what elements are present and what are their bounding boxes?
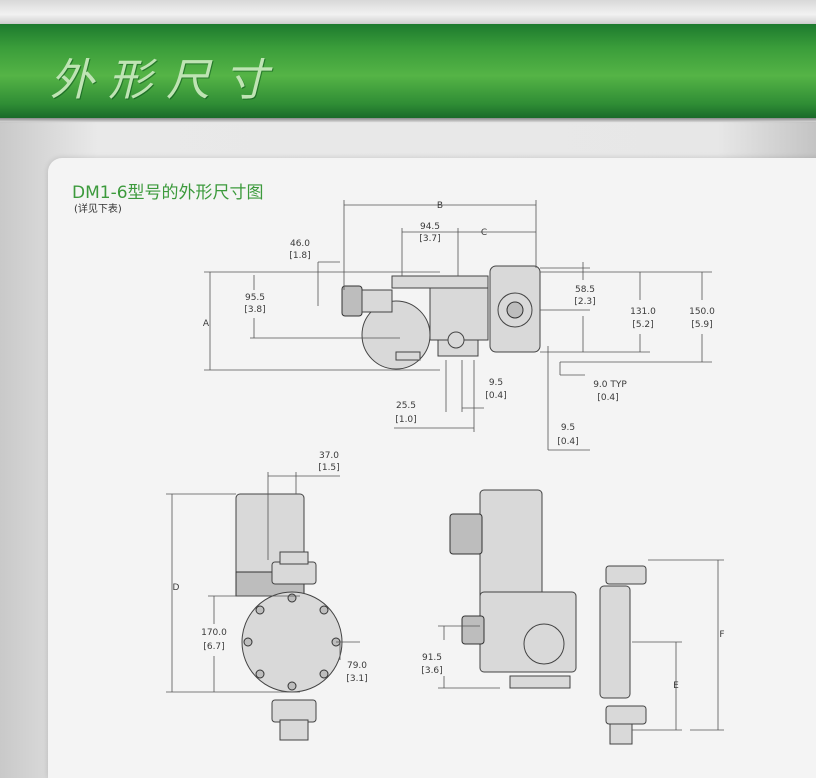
- dim-95-5: 95.5: [245, 293, 265, 303]
- dim-58-5: 58.5: [575, 285, 595, 295]
- banner-divider: [0, 118, 816, 122]
- side-lower-nozzle: [609, 723, 633, 745]
- top-view-dimensions: B 94.5 [3.7] C 46.0 [1.8] 95.5 [3.8] A 5…: [203, 200, 715, 451]
- dimension-drawing: B 94.5 [3.7] C 46.0 [1.8] 95.5 [3.8] A 5…: [166, 200, 725, 745]
- dim-46-0: 46.0: [290, 239, 310, 249]
- dim-E: E: [673, 681, 679, 691]
- dim-25-5: 25.5: [396, 401, 416, 411]
- dim-170-0: 170.0: [201, 628, 227, 638]
- dim-170-0-in: [6.7]: [203, 642, 224, 652]
- dim-9-0: 9.0 TYP: [593, 380, 627, 390]
- dim-9-0-in: [0.4]: [597, 393, 618, 403]
- stroke-knob: [341, 285, 363, 317]
- panel-subtitle: (详见下表): [74, 204, 122, 215]
- dim-94-5-in: [3.7]: [419, 234, 440, 244]
- dim-A: A: [203, 319, 210, 329]
- gearbox-body: [429, 283, 489, 341]
- pump-port-inner: [506, 301, 524, 319]
- dim-B: B: [437, 201, 443, 211]
- side-motor: [479, 489, 543, 601]
- dim-37-0: 37.0: [319, 451, 339, 461]
- dim-91-5: 91.5: [422, 653, 442, 663]
- lower-fitting: [271, 699, 317, 723]
- front-view-pump: [235, 493, 343, 741]
- dim-95-5-in: [3.8]: [244, 305, 265, 315]
- side-knob: [461, 615, 485, 645]
- side-view-pump: [449, 489, 647, 745]
- dim-46-0-in: [1.8]: [289, 251, 310, 261]
- front-view-dimensions: 37.0 [1.5] D 170.0 [6.7] 79.0 [3.1]: [166, 451, 368, 693]
- side-base: [509, 675, 571, 689]
- knob-shaft: [361, 289, 393, 313]
- dim-150-0-in: [5.9]: [691, 320, 712, 330]
- dim-94-5: 94.5: [420, 222, 440, 232]
- dim-37-0-in: [1.5]: [318, 463, 339, 473]
- dim-9-5a-in: [0.4]: [485, 391, 506, 401]
- gearbox-top: [391, 275, 489, 289]
- dim-F: F: [719, 630, 724, 640]
- dim-58-5-in: [2.3]: [574, 297, 595, 307]
- motor-foot: [395, 351, 421, 361]
- side-lower-fitting: [605, 705, 647, 725]
- dim-9-5b: 9.5: [561, 423, 575, 433]
- section-banner: 外形尺寸: [0, 24, 816, 118]
- upper-nozzle: [279, 551, 309, 565]
- side-pump-head: [599, 585, 631, 699]
- dim-131-0-in: [5.2]: [632, 320, 653, 330]
- side-upper-fitting: [605, 565, 647, 585]
- foot-boss: [447, 331, 465, 349]
- dim-131-0: 131.0: [630, 307, 656, 317]
- top-strip: [0, 0, 816, 24]
- dim-150-0: 150.0: [689, 307, 715, 317]
- dim-9-5a: 9.5: [489, 378, 503, 388]
- side-gear-boss: [523, 623, 565, 665]
- dim-D: D: [173, 583, 180, 593]
- dim-79-0-in: [3.1]: [346, 674, 367, 684]
- dim-25-5-in: [1.0]: [395, 415, 416, 425]
- dim-C: C: [481, 228, 487, 238]
- side-terminal-box: [449, 513, 483, 555]
- banner-title: 外形尺寸: [50, 55, 282, 106]
- top-view-pump: [341, 265, 541, 370]
- upper-fitting: [271, 561, 317, 585]
- dim-79-0: 79.0: [347, 661, 367, 671]
- side-view-dimensions: 91.5 [3.6] E F: [421, 559, 725, 731]
- lower-nozzle: [279, 719, 309, 741]
- dim-91-5-in: [3.6]: [421, 666, 442, 676]
- panel-title: DM1-6型号的外形尺寸图: [72, 183, 264, 203]
- content-panel: [48, 158, 816, 778]
- dim-9-5b-in: [0.4]: [557, 437, 578, 447]
